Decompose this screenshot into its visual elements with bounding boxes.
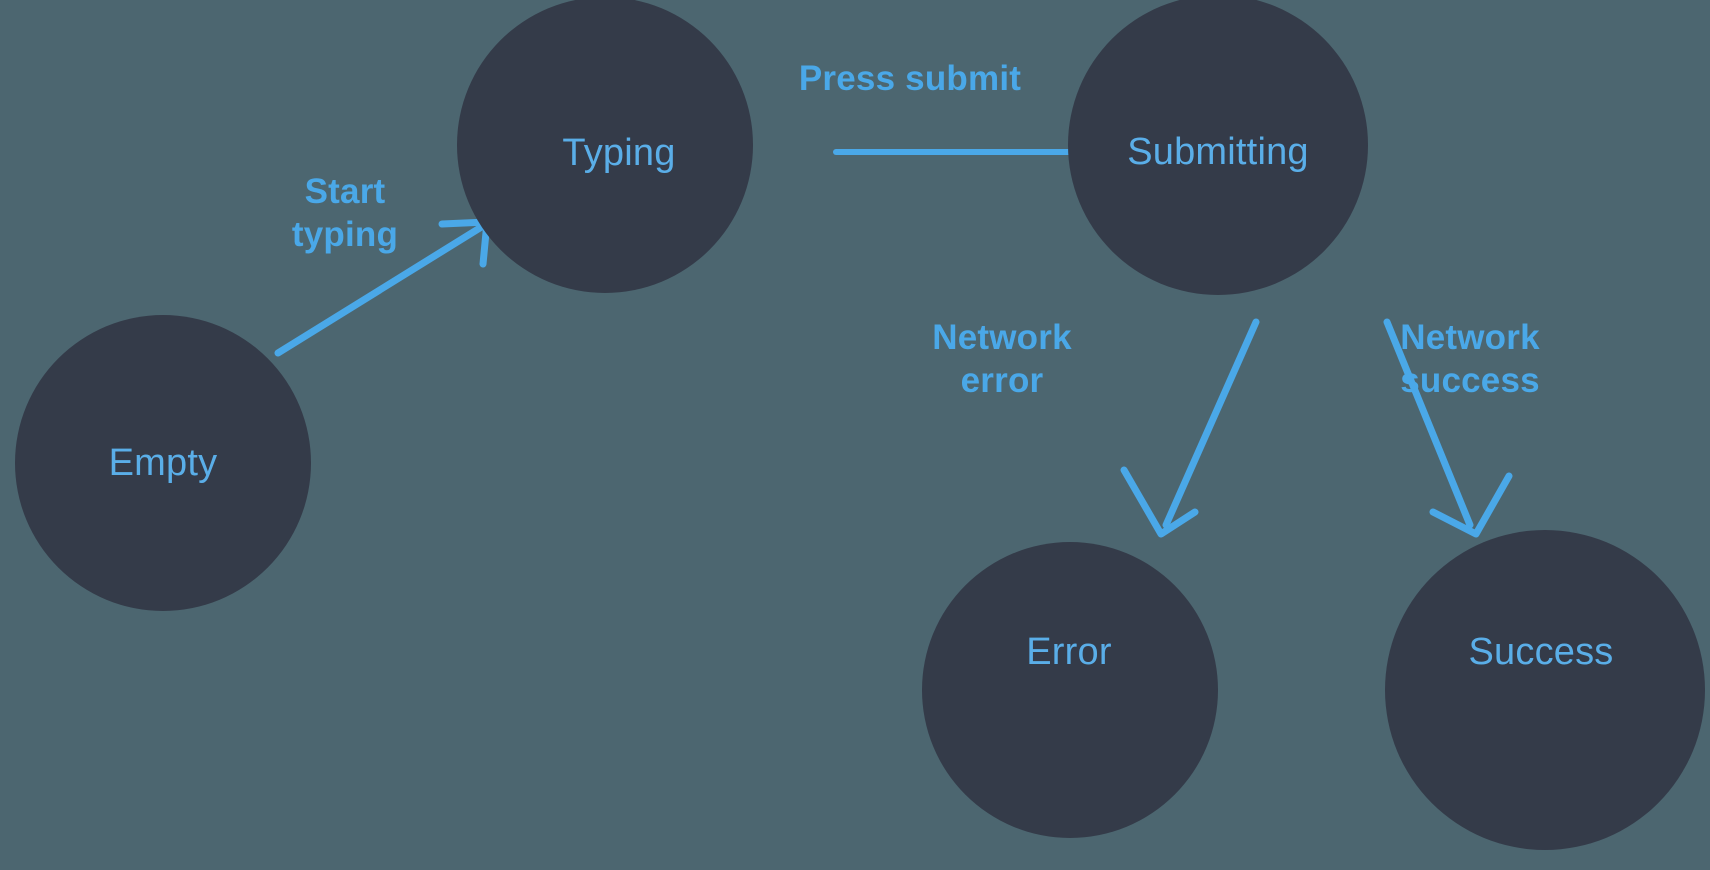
edge-label-network-success: Network success: [1400, 318, 1540, 401]
state-node-label: Error: [1026, 631, 1112, 673]
state-node-label: Success: [1468, 631, 1614, 673]
state-node-label: Submitting: [1127, 131, 1309, 173]
state-node-label: Typing: [562, 132, 676, 174]
state-node-error[interactable]: Error: [922, 542, 1218, 838]
edge-network-error: [1120, 318, 1260, 538]
edge-label-network-error: Network error: [932, 318, 1072, 401]
state-node-label: Empty: [108, 442, 218, 484]
state-node-success[interactable]: Success: [1385, 530, 1705, 850]
state-node-submitting[interactable]: Submitting: [1068, 0, 1368, 295]
state-node-empty[interactable]: Empty: [15, 315, 311, 611]
edge-label-start-typing: Start typing: [291, 172, 399, 255]
edge-label-press-submit: Press submit: [798, 59, 1022, 98]
state-node-typing[interactable]: Typing: [457, 0, 753, 293]
